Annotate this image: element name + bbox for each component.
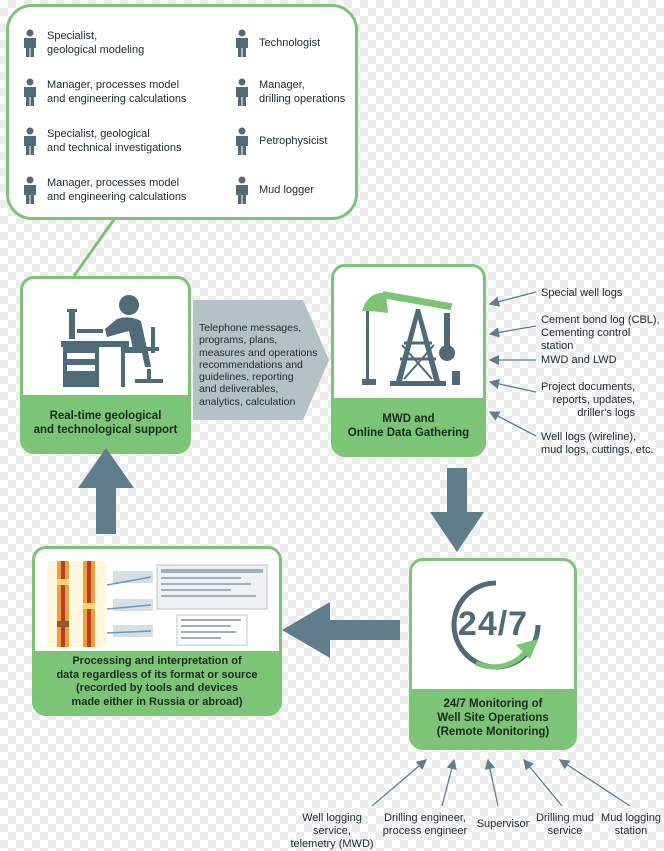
input-arrow <box>488 291 537 307</box>
pumpjack-icon <box>362 291 460 386</box>
role-label: Mud logger <box>259 184 315 196</box>
mwd-input-label: Project documents, reports, updates, dri… <box>541 381 636 419</box>
monitoring-input-label: Drilling engineer, process engineer <box>382 812 468 837</box>
support-box: Real-time geological and technological s… <box>20 276 191 454</box>
person-icon <box>24 78 36 106</box>
role-label: Specialist, geological and technical inv… <box>47 128 182 154</box>
processing-box: Processing and interpretation of data re… <box>32 546 282 716</box>
arrow-up <box>78 448 134 534</box>
role-item: Specialist, geological and technical inv… <box>23 127 182 155</box>
input-arrow <box>484 758 499 807</box>
monitoring-box-label: 24/7 Monitoring of Well Site Operations … <box>412 689 574 747</box>
flow-arrow <box>193 300 329 420</box>
role-label: Manager, processes model and engineering… <box>47 79 187 105</box>
workstation-icon <box>61 295 163 387</box>
monitoring-input-label: Mud logging station <box>601 812 661 837</box>
role-label: Petrophysicist <box>259 135 328 147</box>
log-chart-thumbnail <box>47 561 268 647</box>
input-arrow <box>441 758 457 807</box>
input-arrow <box>523 758 563 807</box>
mwd-box-label: MWD and Online Data Gathering <box>334 398 483 454</box>
mwd-input-label: Special well logs <box>541 287 623 299</box>
person-icon <box>236 78 248 106</box>
person-icon <box>236 29 248 57</box>
roles-panel: Specialist, geological modeling Manager,… <box>6 4 358 220</box>
role-item: Mud logger <box>235 176 314 204</box>
monitoring-input-label: Well logging service, telemetry (MWD) <box>290 812 374 850</box>
role-item: Manager, processes model and engineering… <box>23 78 186 106</box>
person-icon <box>236 176 248 204</box>
role-label: Specialist, geological modeling <box>47 30 145 56</box>
monitoring-input-label: Drilling mud service <box>535 812 595 837</box>
mwd-input-label: Well logs (wireline), mud logs, cuttings… <box>541 431 654 456</box>
mwd-input-label: Cement bond log (CBL), Cementing control… <box>541 314 660 352</box>
role-item: Manager, drilling operations <box>235 78 345 106</box>
flow-text: Telephone messages, programs, plans, mea… <box>199 322 318 408</box>
role-label: Manager, processes model and engineering… <box>47 177 187 203</box>
monitoring-box: 24/7 24/7 Monitoring of Well Site Operat… <box>409 558 577 750</box>
arrow-down <box>430 468 484 552</box>
monitoring-input-label: Supervisor <box>476 818 530 830</box>
clock-text: 24/7 <box>457 605 529 643</box>
person-icon <box>24 127 36 155</box>
mwd-box: MWD and Online Data Gathering <box>331 264 486 457</box>
roles-connector-line <box>72 217 117 277</box>
role-item: Petrophysicist <box>235 127 327 155</box>
input-arrow <box>558 759 631 807</box>
role-label: Manager, drilling operations <box>259 79 346 105</box>
input-arrow <box>488 325 537 338</box>
input-arrow <box>371 759 427 807</box>
role-label: Technologist <box>259 37 321 49</box>
role-item: Technologist <box>235 29 320 57</box>
arrow-left <box>282 602 400 658</box>
person-icon <box>236 127 248 155</box>
person-icon <box>24 29 36 57</box>
input-arrow <box>488 411 537 437</box>
person-icon <box>24 176 36 204</box>
mwd-input-label: MWD and LWD <box>541 354 617 366</box>
role-item: Manager, processes model and engineering… <box>23 176 186 204</box>
processing-box-label: Processing and interpretation of data re… <box>35 651 279 713</box>
clock-cycle-icon <box>451 580 541 670</box>
input-arrow <box>488 378 537 393</box>
role-item: Specialist, geological modeling <box>23 29 144 57</box>
support-box-label: Real-time geological and technological s… <box>23 395 188 451</box>
